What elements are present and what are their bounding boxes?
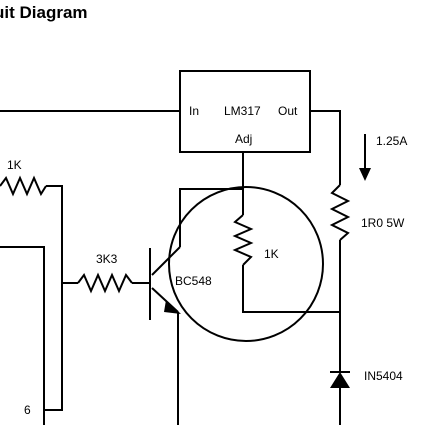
resistor-sense-symbol	[329, 184, 351, 241]
regulator-pin-adj-label: Adj	[235, 132, 252, 146]
regulator-pin-out-label: Out	[278, 104, 298, 118]
regulator-name-label: LM317	[224, 104, 261, 118]
resistor-sense-label: 1R0 5W	[361, 216, 405, 230]
resistor-base-symbol	[77, 272, 133, 294]
wire-top-left-down	[44, 185, 63, 411]
transistor-label: BC548	[175, 274, 212, 288]
regulator-pin-in-label: In	[189, 104, 199, 118]
wire-emitter-resistor-to-out	[242, 265, 340, 313]
ic-body	[0, 246, 45, 425]
diode-label: IN5404	[364, 369, 403, 383]
resistor-emitter-symbol	[232, 214, 254, 266]
diode-triangle-icon	[330, 372, 350, 388]
current-arrow-icon	[359, 168, 371, 181]
resistor-top-left-label: 1K	[7, 158, 22, 172]
wire-collector	[179, 188, 243, 247]
current-label: 1.25A	[376, 134, 407, 148]
transistor-collector-leg	[151, 246, 181, 276]
diagram-title: uit Diagram	[0, 3, 88, 22]
resistor-emitter-label: 1K	[264, 247, 279, 261]
transistor-circle	[168, 186, 324, 342]
resistor-top-left-symbol	[0, 175, 47, 197]
ic-pin-label: 6	[24, 403, 31, 417]
resistor-base-label: 3K3	[96, 252, 118, 266]
wire-output	[310, 110, 341, 185]
emitter-arrow-icon	[164, 300, 181, 314]
